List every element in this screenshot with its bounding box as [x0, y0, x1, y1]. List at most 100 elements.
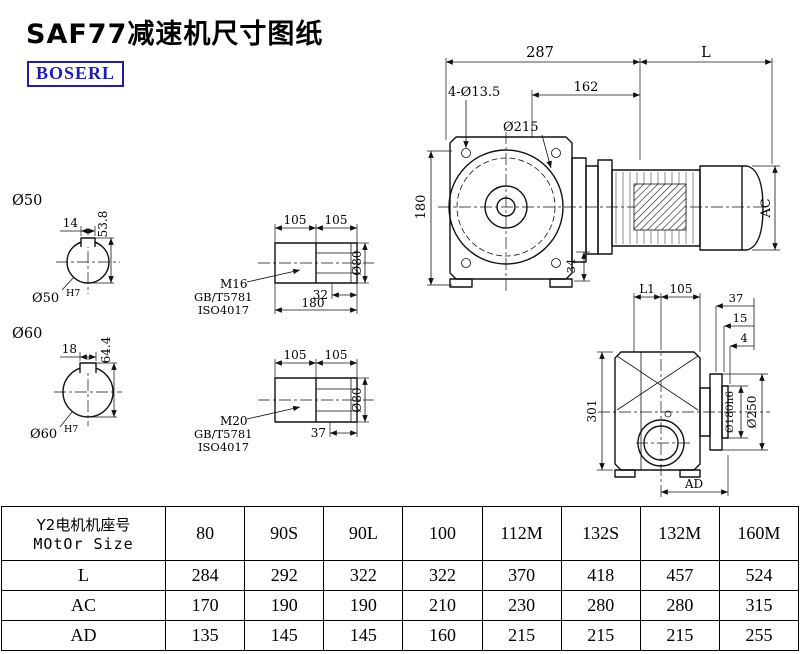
table-cell: 210 [402, 590, 483, 621]
dim-label: Ø80 [350, 250, 364, 275]
bore-tolerance: H7 [64, 424, 78, 435]
dim-label: 53.8 [96, 211, 110, 238]
size-col-header: 132S [560, 506, 641, 561]
dim-label: L1 [639, 282, 655, 296]
dim-label: Ø80 [350, 387, 364, 412]
dim-label: Ø250 [745, 396, 759, 429]
table-row-AC: AC 170 190 190 210 230 280 280 315 [1, 590, 800, 621]
dim-301: 301 [585, 351, 613, 471]
dim-37: 37 [311, 422, 358, 440]
row-label: AD [1, 620, 166, 651]
table-cell: 145 [244, 620, 325, 651]
size-col-header: 80 [164, 506, 246, 561]
table-row-AD: AD 135 145 145 160 215 215 215 255 [1, 620, 800, 651]
bolt-hole [461, 148, 471, 158]
dim-label: 301 [585, 400, 599, 423]
dim-180: 180 [274, 283, 358, 314]
thread-label: M20 [220, 414, 248, 428]
dim-label: 105 [284, 213, 307, 227]
adapter-plate [585, 165, 599, 255]
dim-label: AD [684, 477, 703, 491]
technical-drawing: 14 Ø50 53.8 Ø50 H7 [12, 45, 780, 500]
cross-section-60: 18 Ø60 64.4 Ø60 H7 [12, 326, 122, 442]
dim-depth-60: 64.4 [88, 336, 117, 418]
table-cell: 322 [323, 560, 404, 591]
side-housing [614, 351, 701, 471]
dim-dia-180h6: Ø180h6 [724, 385, 748, 439]
bolt-hole [551, 148, 561, 158]
callout-bolt-holes: 4-Ø13.5 [448, 85, 500, 148]
plug [664, 410, 672, 418]
dim-key-width-50: 14 [60, 216, 96, 236]
dim-L1-105: L1 105 [633, 282, 701, 352]
standard-label: GB/T5781 [194, 427, 252, 441]
dim-label: 64.4 [99, 336, 113, 363]
foot [679, 469, 701, 478]
table-cell: 145 [323, 620, 404, 651]
bore-dia: Ø60 [30, 427, 57, 442]
table-cell: 215 [481, 620, 562, 651]
shaft-side-m16: 105 105 M16 GB/T5781 ISO4017 32 180 [194, 213, 374, 317]
dia-label: Ø60 [12, 326, 42, 342]
dim-105-105: 105 105 [274, 348, 358, 378]
dim-32: 32 [313, 283, 357, 302]
dim-dia-250: Ø250 [714, 373, 768, 451]
thread-callout-m16: M16 GB/T5781 ISO4017 [194, 268, 301, 317]
brand-logo: BOSERL [27, 61, 125, 87]
dim-label: 105 [325, 348, 348, 362]
shaft-side-m20: 105 105 M20 GB/T5781 ISO4017 37 Ø80 [194, 348, 374, 454]
flange-circle [448, 149, 564, 265]
bolt-hole [551, 258, 561, 268]
size-col-header: 160M [718, 506, 800, 561]
foot [549, 278, 573, 288]
bore-label-50: Ø50 H7 [32, 276, 80, 306]
dim-label: 18 [62, 342, 77, 356]
table-cell: 322 [402, 560, 483, 591]
motor-size-label-cn: Y2电机机座号 [36, 516, 131, 534]
row-label: AC [1, 590, 166, 621]
dim-depth-50: 53.8 [88, 211, 114, 284]
bore-tolerance: H7 [66, 288, 80, 299]
dim-label: 14 [63, 216, 79, 230]
table-cell: 280 [560, 590, 641, 621]
dim-37-15-4: 37 15 4 [715, 291, 755, 384]
table-cell: 230 [481, 590, 562, 621]
table-cell: 215 [639, 620, 720, 651]
size-col-header: 100 [402, 506, 483, 561]
standard-label: ISO4017 [198, 440, 249, 454]
table-cell: 524 [718, 560, 800, 591]
dia-label: Ø50 [12, 193, 42, 209]
motor-size-label-en: MOtOr Size [33, 535, 134, 553]
size-col-header: 90L [323, 506, 404, 561]
table-cell: 315 [718, 590, 800, 621]
dim-label: 162 [574, 80, 599, 95]
holes-label: 4-Ø13.5 [448, 85, 500, 100]
dim-label: 4 [740, 331, 747, 345]
fan-cover [742, 165, 764, 251]
front-view: 287 L 162 4-Ø13.5 Ø215 [414, 45, 780, 292]
table-cell: 457 [639, 560, 720, 591]
dim-34: 34 [564, 251, 590, 282]
dim-label: 180 [414, 195, 429, 220]
standard-label: GB/T5781 [194, 290, 252, 304]
dim-label: Ø180h6 [724, 391, 736, 433]
dim-105-105: 105 105 [274, 213, 358, 243]
dim-dia-80: Ø80 [350, 377, 369, 423]
dim-label: 105 [670, 282, 693, 296]
dim-label: 34 [564, 259, 578, 274]
dia-label: Ø215 [503, 120, 538, 135]
table-cell: 418 [560, 560, 641, 591]
row-label: L [1, 560, 166, 591]
bore-dia: Ø50 [32, 291, 59, 306]
table-row-L: L 284 292 322 322 370 418 457 524 [1, 560, 800, 591]
size-col-header: 90S [244, 506, 325, 561]
dim-label: 37 [729, 291, 744, 305]
dim-label: 180 [302, 296, 325, 310]
standard-label: ISO4017 [198, 303, 249, 317]
table-cell: 292 [244, 560, 325, 591]
size-col-header: 112M [481, 506, 562, 561]
table-cell: 160 [402, 620, 483, 651]
motor-rear [699, 165, 743, 251]
table-cell: 190 [323, 590, 404, 621]
